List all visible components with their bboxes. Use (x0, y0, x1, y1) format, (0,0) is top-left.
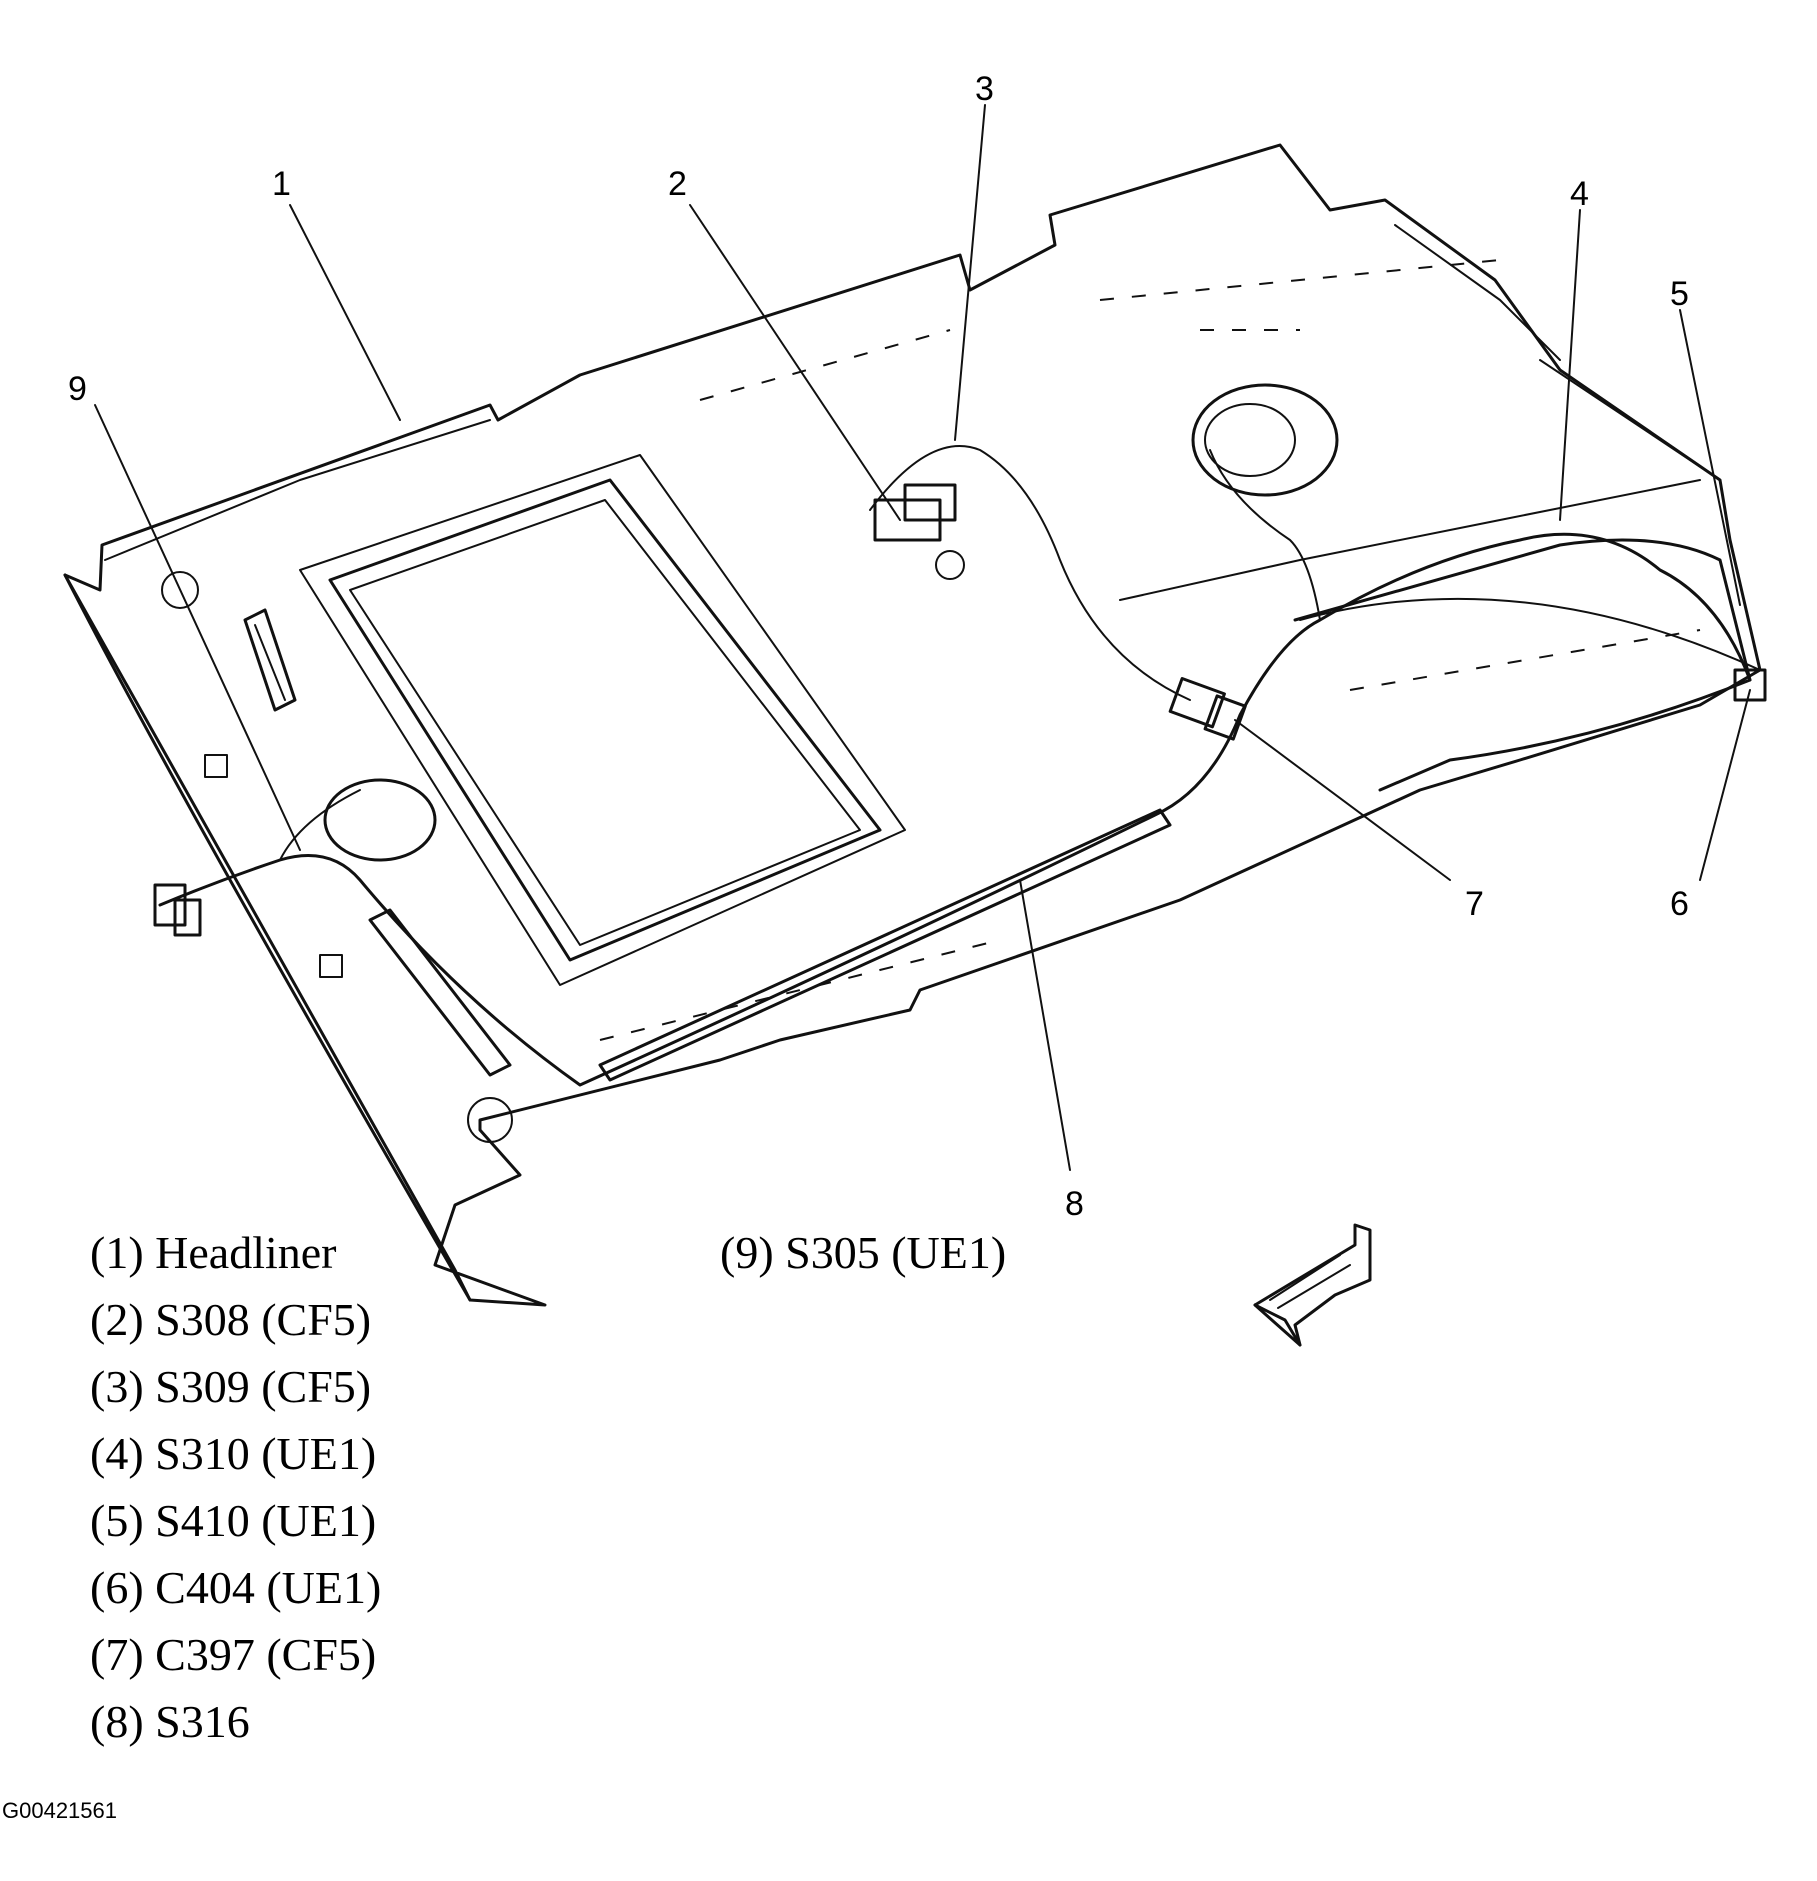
fastener-1 (161, 571, 199, 609)
legend-item-7: (7) C397 (CF5) (90, 1629, 376, 1680)
legend-item-3: (3) S309 (CF5) (90, 1361, 371, 1412)
callout-2: 2 (668, 165, 687, 203)
connector-s308 (873, 483, 965, 580)
legend-item-9: (9) S305 (UE1) (720, 1227, 1006, 1278)
legend-item-8: (8) S316 (90, 1696, 250, 1747)
legend-item-2: (2) S308 (CF5) (90, 1294, 371, 1345)
legend: (1) Headliner (2) S308 (CF5) (3) S309 (C… (90, 1227, 1006, 1747)
legend-item-4: (4) S310 (UE1) (90, 1428, 376, 1479)
sunroof-opening (299, 454, 906, 986)
callout-3: 3 (975, 70, 994, 108)
rear-panel-contour (1293, 538, 1752, 792)
fastener-3 (204, 754, 228, 778)
callout-4: 4 (1570, 175, 1589, 213)
callout-5: 5 (1670, 275, 1689, 313)
wire-harness (158, 445, 1752, 1087)
callout-1: 1 (272, 165, 291, 203)
connector-s305 (153, 883, 202, 937)
fastener-4 (319, 954, 343, 978)
legend-item-5: (5) S410 (UE1) (90, 1495, 376, 1546)
dashed-marks (599, 259, 1701, 1041)
connector-c404 (1733, 668, 1767, 702)
callout-8: 8 (1065, 1185, 1084, 1223)
headliner-panel (63, 143, 1762, 1307)
fastener-2 (467, 1097, 513, 1143)
callout-6: 6 (1670, 885, 1689, 923)
dome-light (1191, 383, 1339, 497)
left-rail (368, 908, 512, 1077)
figure-id: G00421561 (2, 1798, 117, 1823)
front-rail (598, 808, 1172, 1082)
legend-item-6: (6) C404 (UE1) (90, 1562, 381, 1613)
left-handle (243, 608, 297, 712)
callout-7: 7 (1465, 885, 1484, 923)
leader-lines (94, 104, 1751, 1171)
callout-9: 9 (68, 370, 87, 408)
legend-item-1: (1) Headliner (90, 1227, 337, 1278)
callout-numbers: 1 2 3 4 5 6 7 8 9 (68, 70, 1689, 1223)
reading-lamp (323, 778, 437, 862)
front-direction-arrow-icon (1253, 1223, 1372, 1347)
